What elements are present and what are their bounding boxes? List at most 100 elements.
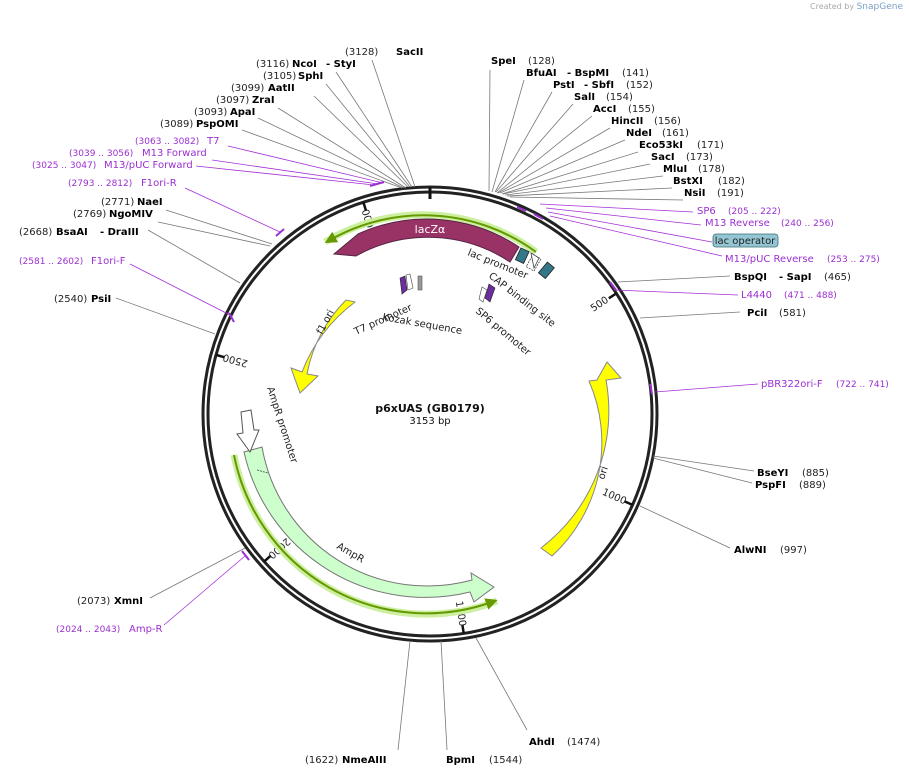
lac-operator-label: lac operator <box>715 236 776 247</box>
site-naei[interactable]: NaeI <box>137 197 163 208</box>
site-psti-pos: (152) <box>626 80 653 91</box>
primer-t7[interactable]: T7 <box>206 136 219 147</box>
site-pspomi[interactable]: PspOMI <box>196 119 238 130</box>
tick-label-2500: 2500 <box>222 351 249 368</box>
primer-m13puc-forward[interactable]: M13/pUC Forward <box>104 160 193 171</box>
site-aatii[interactable]: AatII <box>268 83 295 94</box>
site-draiii[interactable]: - DraIII <box>100 227 139 238</box>
sp6-promoter-feature[interactable] <box>484 283 496 303</box>
kozak-feature[interactable] <box>417 275 423 291</box>
site-naei-pos: (2771) <box>101 197 134 208</box>
site-bstxi[interactable]: BstXI <box>673 176 703 187</box>
ampr-feature-divider <box>256 469 269 474</box>
primer-m13-reverse[interactable]: M13 Reverse <box>705 218 770 229</box>
site-sali[interactable]: SalI <box>574 92 595 103</box>
site-apai[interactable]: ApaI <box>230 107 255 118</box>
site-eco53ki[interactable]: Eco53kI <box>639 140 683 151</box>
site-nmeaiii[interactable]: NmeAIII <box>342 755 386 766</box>
right-site-labels: SpeI (128) BfuAI - BspMI (141) PstI - Sb… <box>491 56 745 199</box>
lacz-orf-line <box>324 214 537 253</box>
left-site-labels: (3128) SacII (3116) NcoI - StyI (3105) S… <box>19 47 851 766</box>
tick-mark-2000 <box>263 554 272 563</box>
site-bfuai[interactable]: BfuAI <box>526 68 557 79</box>
site-acci[interactable]: AccI <box>593 104 616 115</box>
site-zrai-pos: (3097) <box>216 95 249 106</box>
site-sbfi[interactable]: - SbfI <box>584 80 614 91</box>
primer-m13-forward[interactable]: M13 Forward <box>142 148 207 159</box>
snapgene-logo: SnapGene <box>856 2 903 12</box>
site-sphi[interactable]: SphI <box>298 71 323 82</box>
site-bseyi[interactable]: BseYI <box>757 468 788 479</box>
primer-f1ori-f[interactable]: F1ori-F <box>91 256 126 267</box>
site-bspqi[interactable]: BspQI <box>734 272 767 283</box>
site-bsaai[interactable]: BsaAI <box>56 227 88 238</box>
site-pspfi[interactable]: PspFI <box>755 480 786 491</box>
site-saci[interactable]: SacI <box>651 152 675 163</box>
cap-site-feature-2[interactable] <box>537 261 555 280</box>
site-bfuai-pos: (141) <box>622 68 649 79</box>
f1-ori-label: f1 ori <box>315 308 337 336</box>
primer-l4440[interactable]: L4440 <box>741 290 772 301</box>
site-sacii-pos: (3128) <box>345 47 378 58</box>
site-alwni[interactable]: AlwNI <box>734 545 767 556</box>
site-bpmi[interactable]: BpmI <box>446 755 475 766</box>
site-nsii[interactable]: NsiI <box>684 188 705 199</box>
site-ahdi[interactable]: AhdI <box>529 737 555 748</box>
tick-mark-1500 <box>461 624 465 634</box>
site-acci-pos: (155) <box>628 104 655 115</box>
ampr-orf-line <box>233 454 498 615</box>
site-ngomiv[interactable]: NgoMIV <box>109 209 153 220</box>
site-styi[interactable]: - StyI <box>326 59 356 70</box>
ori-feature[interactable] <box>540 361 622 557</box>
sp6-promoter-outline[interactable] <box>478 286 488 303</box>
primer-pbr322ori-f[interactable]: pBR322ori-F <box>761 379 823 390</box>
site-bspqi-pos: (465) <box>824 272 851 283</box>
site-aatii-pos: (3099) <box>231 83 264 94</box>
kozak-label: Kozak sequence <box>381 312 462 337</box>
site-xmni-pos: (2073) <box>77 596 110 607</box>
site-xmni[interactable]: XmnI <box>114 596 143 607</box>
primer-sp6-range: (205 .. 222) <box>728 207 781 217</box>
lac-operator-callout[interactable] <box>712 233 779 248</box>
primer-m13puc-reverse[interactable]: M13/pUC Reverse <box>725 254 814 265</box>
site-psti[interactable]: PstI <box>553 80 575 91</box>
site-sapi[interactable]: - SapI <box>779 272 811 283</box>
site-sacii[interactable]: SacII <box>396 47 423 58</box>
primer-amp-r[interactable]: Amp-R <box>129 624 163 635</box>
site-bspmi[interactable]: - BspMI <box>567 68 609 79</box>
tick-mark-3000 <box>362 201 368 212</box>
site-ndei-pos: (161) <box>662 128 689 139</box>
site-bstxi-pos: (182) <box>718 176 745 187</box>
site-spei[interactable]: SpeI <box>491 56 516 67</box>
site-mlui[interactable]: MluI <box>663 164 687 175</box>
primer-m13-forward-range: (3039 .. 3056) <box>69 149 133 159</box>
ampr-promoter-feature[interactable] <box>236 409 260 454</box>
t7-promoter-outline[interactable] <box>405 273 414 291</box>
site-psii[interactable]: PsiI <box>91 294 111 305</box>
site-ndei[interactable]: NdeI <box>626 128 652 139</box>
site-ngomiv-pos: (2769) <box>73 209 106 220</box>
site-hincii-pos: (156) <box>654 116 681 127</box>
t7-promoter-feature[interactable] <box>399 275 408 295</box>
site-apai-pos: (3093) <box>194 107 227 118</box>
site-pcii[interactable]: PciI <box>747 308 767 319</box>
tick-mark-1000 <box>623 500 634 507</box>
site-hincii[interactable]: HincII <box>611 116 643 127</box>
site-ncoi[interactable]: NcoI <box>292 59 317 70</box>
site-leader-lines <box>115 59 755 751</box>
f1-ori-feature[interactable] <box>290 299 357 394</box>
primer-m13puc-forward-range: (3025 .. 3047) <box>32 161 96 171</box>
lacz-alpha-feature[interactable] <box>332 218 520 263</box>
primer-m13puc-reverse-range: (253 .. 275) <box>827 255 880 265</box>
site-sphi-pos: (3105) <box>263 71 296 82</box>
watermark-prefix: Created by <box>810 2 855 11</box>
ampr-feature[interactable] <box>243 446 495 603</box>
primer-l4440-range: (471 .. 488) <box>784 291 837 301</box>
site-zrai[interactable]: ZraI <box>252 95 275 106</box>
primer-sp6[interactable]: SP6 <box>697 206 716 217</box>
snapgene-watermark: Created by SnapGene <box>810 2 903 12</box>
lac-promoter-arrow[interactable] <box>530 252 540 270</box>
primer-f1ori-r[interactable]: F1ori-R <box>141 178 177 189</box>
cap-binding-site-feature[interactable] <box>514 247 530 264</box>
